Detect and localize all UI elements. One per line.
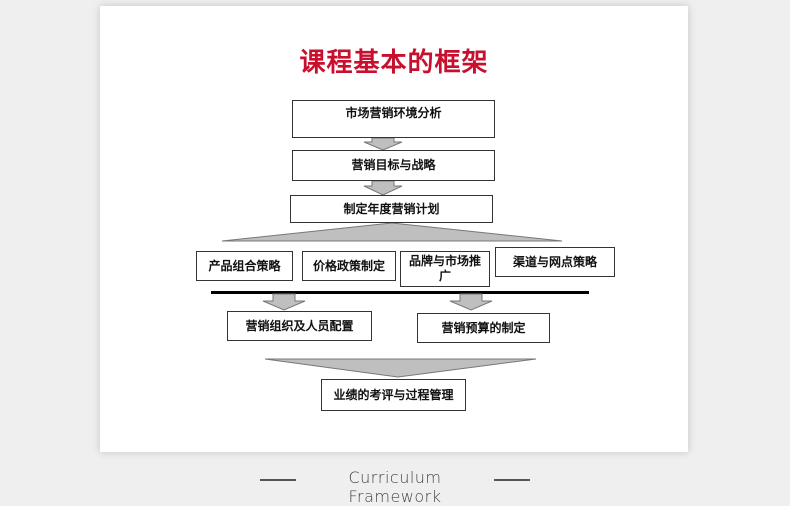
node-pricing: 价格政策制定	[302, 251, 396, 281]
down-arrow-left	[262, 293, 306, 311]
node-budget: 营销预算的制定	[417, 313, 550, 343]
spread-triangle	[221, 222, 563, 242]
node-brand-promo: 品牌与市场推广	[400, 251, 490, 287]
diagram-title: 课程基本的框架	[299, 48, 489, 78]
node-product-mix: 产品组合策略	[196, 251, 293, 281]
node-performance: 业绩的考评与过程管理	[321, 379, 466, 411]
footer-line-left	[260, 479, 296, 481]
node-annual-plan: 制定年度营销计划	[290, 195, 493, 223]
down-arrow-2	[363, 180, 403, 196]
node-organization: 营销组织及人员配置	[227, 311, 372, 341]
down-arrow-1	[363, 137, 403, 151]
node-goals-strategy: 营销目标与战略	[292, 150, 495, 181]
down-arrow-right	[449, 293, 493, 311]
footer-caption: Curriculum Framework	[348, 468, 442, 506]
node-market-analysis: 市场营销环境分析	[292, 100, 495, 138]
footer-line-right	[494, 479, 530, 481]
node-channels: 渠道与网点策略	[495, 247, 615, 277]
divider-bar	[211, 291, 589, 294]
converge-triangle	[264, 358, 537, 378]
